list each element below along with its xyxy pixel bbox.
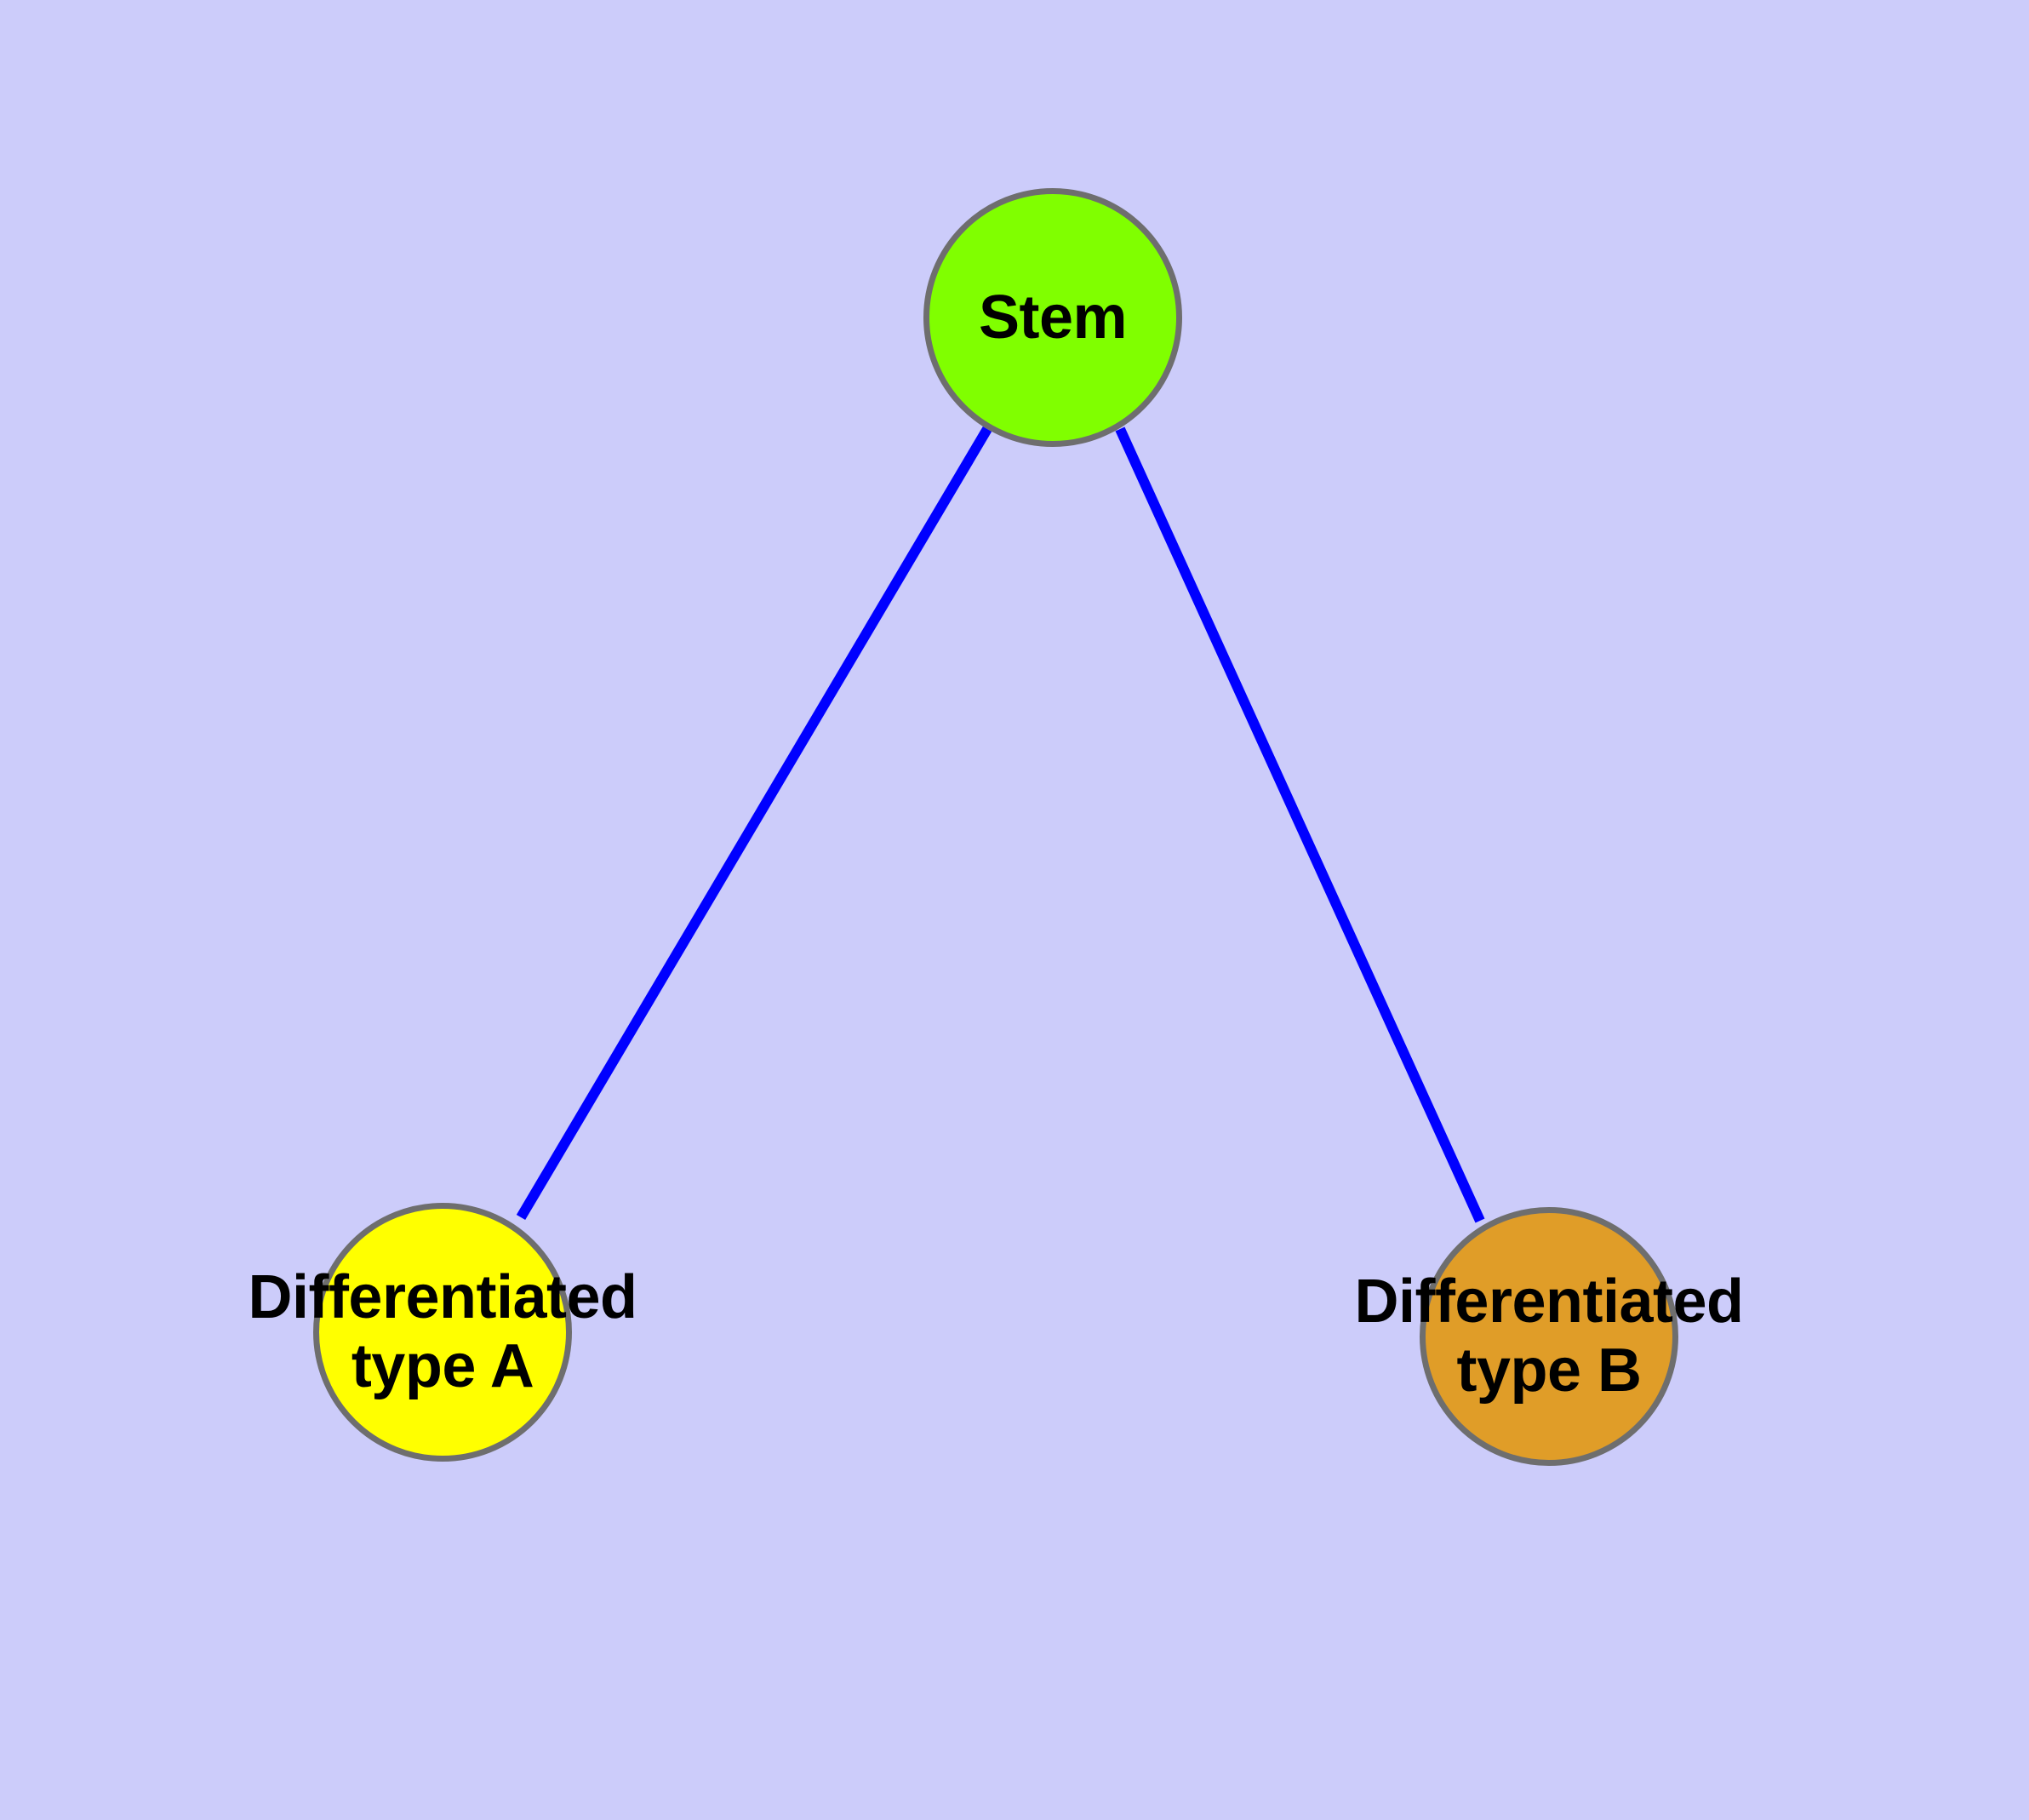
edge-stem-diff-b (1115, 426, 1485, 1223)
label-line: Differentiated (1354, 1268, 1744, 1336)
label-line: type B (1456, 1336, 1642, 1405)
label-line: Differentiated (248, 1263, 637, 1332)
node-stem-label: Stem (978, 283, 1128, 352)
label-line: Stem (978, 283, 1128, 352)
edge-stem-diff-a (516, 426, 992, 1221)
node-stem-circle (923, 188, 1182, 447)
node-differentiated-type-a-circle (313, 1203, 572, 1462)
node-stem[interactable]: Stem (923, 188, 1182, 447)
node-differentiated-type-b-circle (1420, 1207, 1678, 1466)
edges-group (516, 426, 1485, 1223)
label-line: type A (351, 1332, 534, 1400)
